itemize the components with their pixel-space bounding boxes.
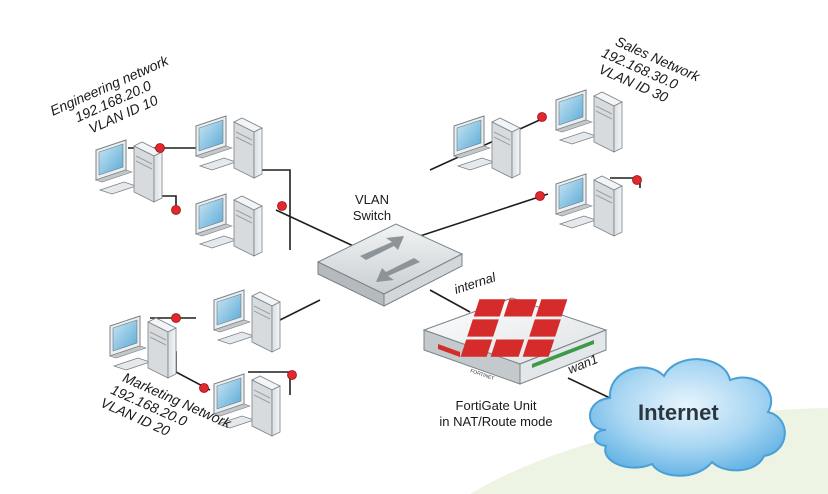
network-cables [128, 117, 641, 399]
engineering-network-label: Engineering network 192.168.20.0 VLAN ID… [48, 52, 172, 137]
fortigate-label-line1: FortiGate Unit [456, 398, 537, 413]
link-dot [155, 143, 165, 153]
sales-pc-1 [555, 89, 623, 153]
sales-pc-3 [555, 173, 623, 237]
link-dot [535, 191, 545, 201]
engineering-pc-2 [95, 139, 163, 203]
link-dot [537, 112, 547, 122]
vlan-switch-label-line1: VLAN [355, 192, 389, 207]
engineering-pc-1 [195, 115, 263, 179]
marketing-network-label: Marketing Network 192.168.20.0 VLAN ID 2… [98, 369, 234, 439]
internet-cloud: Internet [589, 358, 786, 477]
link-dot [171, 205, 181, 215]
internet-label: Internet [638, 400, 719, 425]
link-dot [277, 201, 287, 211]
vlan-switch [316, 223, 464, 307]
fortinet-logo [460, 299, 568, 357]
marketing-pc-2 [109, 315, 177, 379]
internal-port-label: internal [452, 269, 498, 297]
link-dot [632, 175, 642, 185]
link-dots [155, 112, 642, 393]
engineering-pc-3 [195, 193, 263, 257]
marketing-pc-1 [213, 289, 281, 353]
link-dot [171, 313, 181, 323]
sales-pc-2 [453, 115, 521, 179]
fortigate-label-line2: in NAT/Route mode [439, 414, 552, 429]
link-dot [287, 370, 297, 380]
link-dot [199, 383, 209, 393]
vlan-switch-label-line2: Switch [353, 208, 391, 223]
